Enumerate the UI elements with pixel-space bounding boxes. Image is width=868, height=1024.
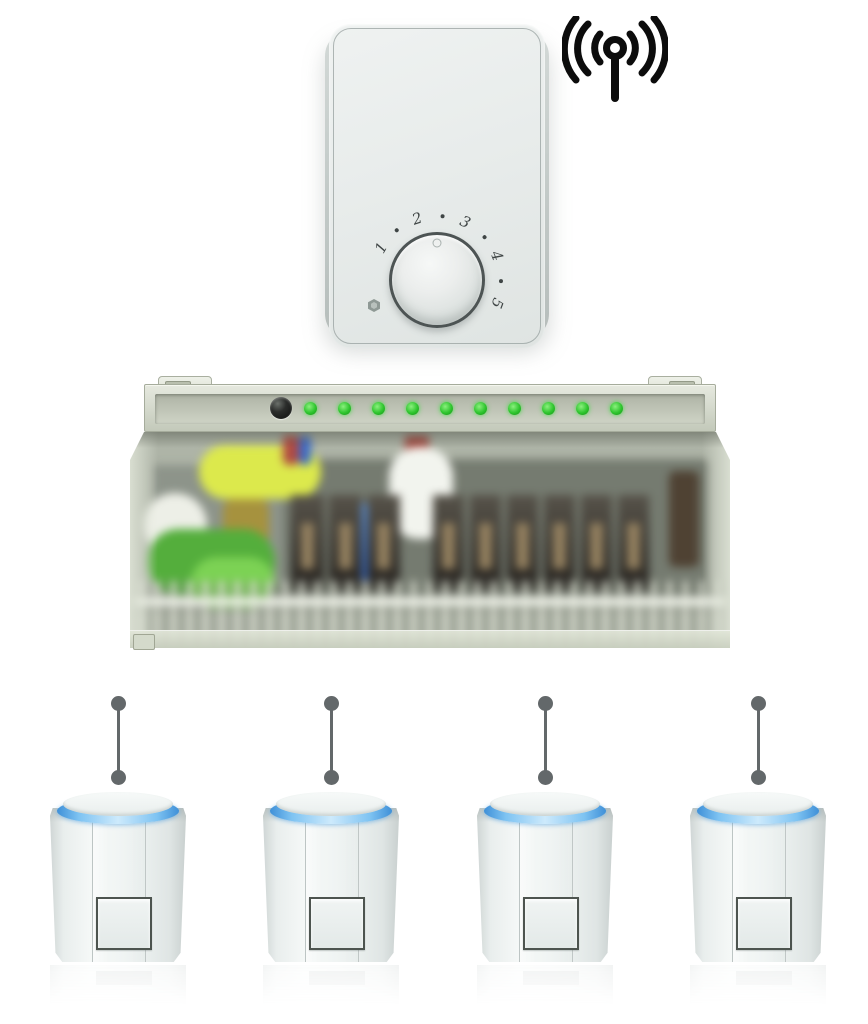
terminal-rail: [133, 597, 727, 606]
actuator-cap: [63, 792, 173, 816]
actuator-reflection: [263, 965, 399, 1011]
link-line: [329, 704, 333, 777]
actuator-reflection: [477, 965, 613, 1011]
link-line: [756, 704, 760, 777]
actuator-reflection: [50, 965, 186, 1011]
status-led: [372, 402, 385, 415]
valve-actuator: [263, 792, 399, 1024]
dial-scale-dot: [498, 279, 504, 284]
actuator-reflection: [690, 965, 826, 1011]
actuator-label-window: [736, 897, 792, 950]
link-line: [116, 704, 120, 777]
housing-foot: [133, 634, 155, 650]
status-led: [304, 402, 317, 415]
dial-index-marker: [432, 238, 442, 248]
housing-wall: [702, 432, 730, 648]
actuator-label-window: [309, 897, 365, 950]
status-led: [440, 402, 453, 415]
actuator-label-window: [96, 897, 152, 950]
link-endpoint: [750, 770, 766, 785]
pairing-button[interactable]: [270, 397, 292, 419]
housing-shadow: [130, 432, 730, 448]
housing-sill: [130, 630, 730, 648]
translucent-housing: [130, 432, 730, 648]
status-led: [474, 402, 487, 415]
temperature-dial-knob[interactable]: [389, 232, 485, 328]
hexagon-logo-icon: [368, 299, 380, 312]
connection-link: [750, 696, 766, 786]
link-endpoint: [323, 770, 339, 785]
actuator-cap: [490, 792, 600, 816]
actuator-label-window: [523, 897, 579, 950]
link-endpoint: [537, 770, 553, 785]
actuator-cap: [276, 792, 386, 816]
status-led: [576, 402, 589, 415]
link-endpoint: [323, 696, 339, 711]
link-endpoint: [537, 696, 553, 711]
housing-wall: [130, 432, 158, 648]
rf-antenna-icon: [562, 16, 668, 102]
status-led: [542, 402, 555, 415]
internal-electronics: [133, 435, 727, 645]
valve-actuator: [690, 792, 826, 1024]
link-line: [543, 704, 547, 777]
led-bar: [144, 384, 716, 432]
valve-actuator: [477, 792, 613, 1024]
status-led: [610, 402, 623, 415]
room-thermostat: 1 2 3 4 5: [325, 22, 549, 352]
link-endpoint: [750, 696, 766, 711]
link-endpoint: [110, 770, 126, 785]
status-led: [406, 402, 419, 415]
connection-link: [323, 696, 339, 786]
connection-link: [110, 696, 126, 786]
status-led: [338, 402, 351, 415]
valve-actuator: [50, 792, 186, 1024]
wiring-centre: [130, 376, 730, 664]
actuator-cap: [703, 792, 813, 816]
link-endpoint: [110, 696, 126, 711]
connection-link: [537, 696, 553, 786]
status-led: [508, 402, 521, 415]
